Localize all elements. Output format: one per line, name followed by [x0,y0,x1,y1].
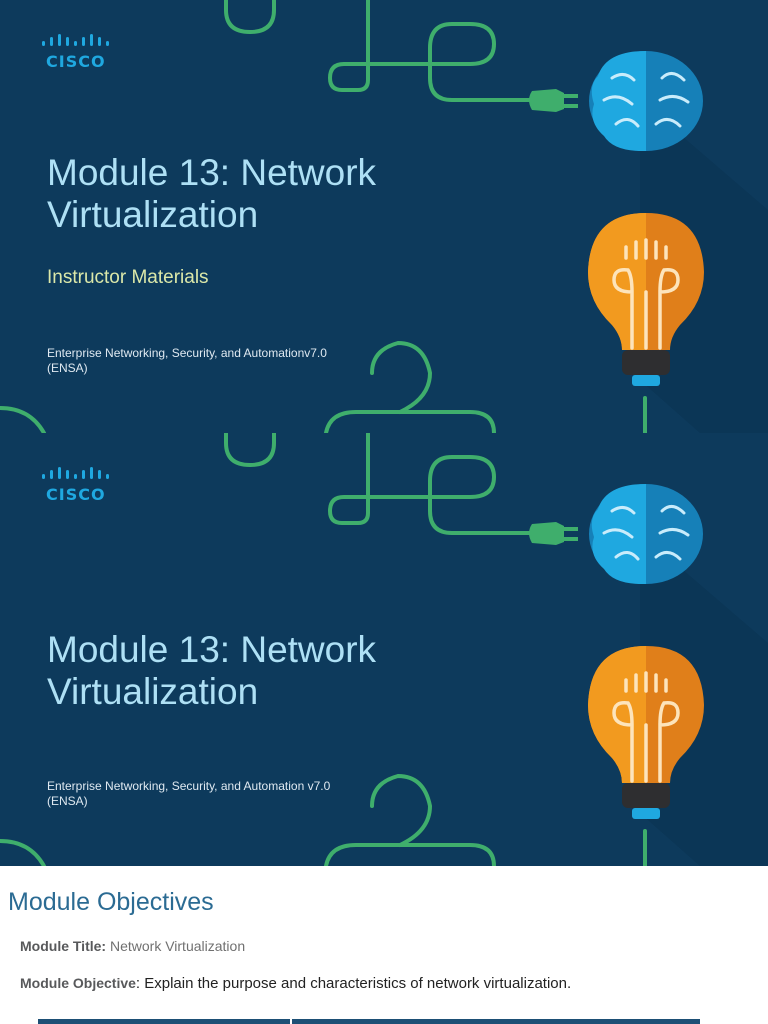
decorative-line-art [0,0,768,433]
plug-icon [529,522,578,545]
cisco-logo-icon [42,467,109,479]
title-slide-1: CISCO Module 13: Network Virtualization … [0,0,768,433]
slide-title-line-2: Virtualization [47,671,259,712]
course-line-2: (ENSA) [47,794,88,808]
course-line-2: (ENSA) [47,361,88,375]
slide-subtitle: Instructor Materials [47,267,209,288]
decorative-line-art [0,433,768,866]
lightbulb-icon [588,646,704,819]
module-title-value: Network Virtualization [109,938,246,954]
brain-icon [589,51,703,152]
cisco-wordmark: CISCO [46,52,106,71]
module-objective-line: Module Objective: Explain the purpose an… [20,975,571,992]
objectives-heading: Module Objectives [8,888,214,916]
slide-title-line-1: Module 13: Network [47,152,377,193]
slide-title-line-2: Virtualization [47,194,259,235]
title-slide-2: CISCO Module 13: Network Virtualization … [0,433,768,866]
slide-title-line-1: Module 13: Network [47,629,377,670]
cisco-logo-icon [42,34,109,46]
lightbulb-icon [588,213,704,386]
table-column-divider [290,1019,292,1024]
module-title-line: Module Title: Network Virtualization [20,938,245,954]
module-objective-label: Module Objective [20,975,136,991]
course-name: Enterprise Networking, Security, and Aut… [47,346,377,376]
slide-title: Module 13: Network Virtualization [47,152,447,236]
module-objectives-slide: Module Objectives Module Title: Network … [0,866,768,1024]
course-line-1: Enterprise Networking, Security, and Aut… [47,346,327,360]
course-line-1: Enterprise Networking, Security, and Aut… [47,779,331,793]
plug-icon [529,89,578,112]
table-header-bar [38,1019,700,1024]
slide-title: Module 13: Network Virtualization [47,629,447,713]
course-name: Enterprise Networking, Security, and Aut… [47,779,377,809]
cisco-wordmark: CISCO [46,485,106,504]
brain-icon [589,484,703,585]
module-title-label: Module Title: [20,938,107,954]
module-objective-value: : Explain the purpose and characteristic… [135,975,572,992]
